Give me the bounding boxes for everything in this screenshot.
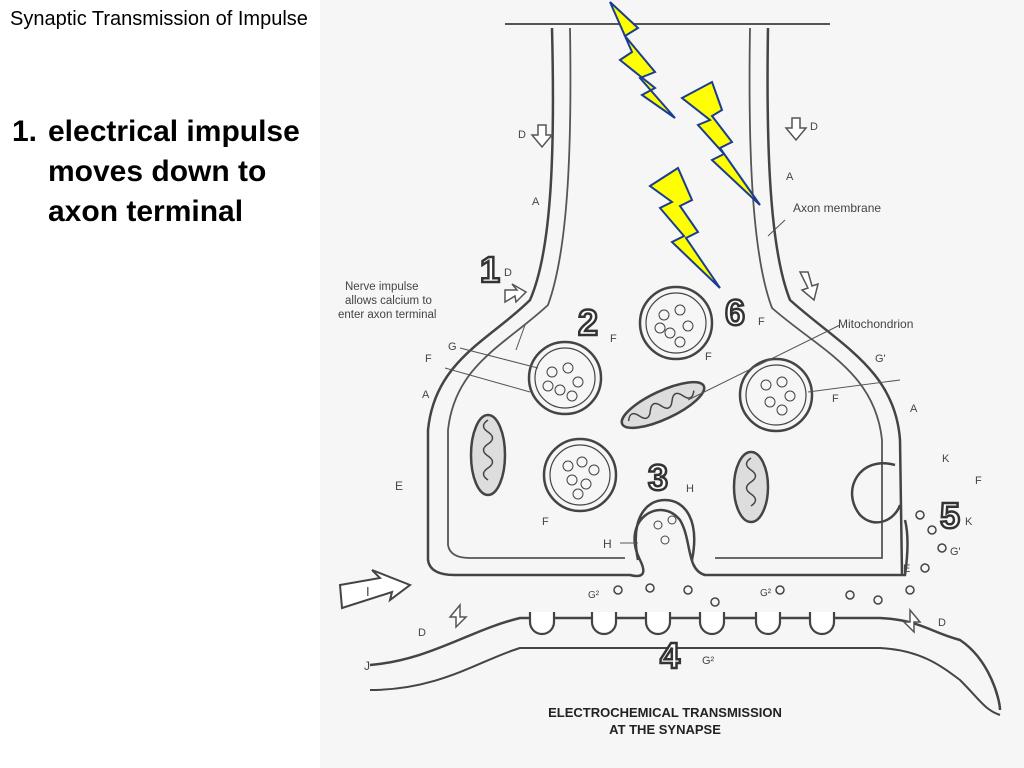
label-h-step3: H	[686, 483, 694, 495]
label-g: G	[448, 341, 457, 353]
receptor-sites	[528, 612, 836, 636]
label-g2-receptor: G²	[702, 655, 715, 667]
bullet-point: 1. electrical impulse moves down to axon…	[12, 112, 330, 232]
caption-line-2: AT THE SYNAPSE	[609, 722, 721, 737]
axon-membrane-inner-left	[447, 27, 625, 559]
neurotransmitter-dot	[667, 515, 677, 525]
lightning-bolt-2	[680, 80, 761, 206]
step-number-5: 5	[940, 495, 960, 536]
arrow-calcium	[504, 283, 528, 304]
step-number-4: 4	[660, 635, 680, 676]
vesicle-f-lower	[542, 437, 618, 513]
label-mitochondrion: Mitochondrion	[838, 317, 913, 331]
neurotransmitter-dot	[660, 535, 670, 545]
label-f-left: F	[425, 353, 432, 365]
postsynaptic-membrane-inner	[369, 647, 1001, 716]
label-d-bottom-left: D	[418, 627, 426, 639]
label-f-center: F	[705, 351, 712, 363]
step-number-1: 1	[480, 249, 500, 290]
label-j: J	[364, 659, 370, 673]
label-axon-membrane: Axon membrane	[793, 201, 881, 215]
bullet-text: electrical impulse moves down to axon te…	[48, 115, 300, 228]
label-a-lower-right: A	[910, 403, 918, 415]
lightning-bolt-3	[648, 166, 721, 289]
label-a-left: A	[422, 389, 430, 401]
label-d-top-left: D	[518, 129, 526, 141]
synapse-diagram: 1 2 3 4 5 6 Axon membrane Mitochondrion …	[320, 0, 1024, 768]
vesicle-top	[638, 285, 714, 361]
step-number-3: 3	[648, 457, 668, 498]
label-k: K	[942, 453, 950, 465]
mitochondrion-center	[620, 380, 706, 430]
label-d-bottom-right: D	[938, 617, 946, 629]
label-i: I	[366, 584, 370, 599]
label-g2-cleft-right: G²	[760, 588, 772, 599]
label-g2-cleft: G²	[588, 590, 600, 601]
label-h: H	[603, 537, 612, 551]
label-f-step6: F	[758, 316, 765, 328]
vesicle-right	[738, 357, 814, 433]
label-nerve-impulse-3: enter axon terminal	[338, 309, 436, 321]
label-f-step2: F	[610, 333, 617, 345]
label-a-top: A	[532, 196, 540, 208]
axon-membrane-right	[766, 27, 904, 576]
neurotransmitter-dot	[653, 520, 663, 530]
label-g-prime-right: G'	[950, 546, 961, 558]
label-nerve-impulse-1: Nerve impulse	[345, 281, 419, 293]
arrow-down-left	[530, 124, 554, 149]
cleft-neurotransmitters	[613, 510, 947, 607]
recycling-vesicle	[850, 462, 902, 524]
label-k-step5: K	[965, 516, 973, 528]
arrow-d-lower-left	[448, 602, 468, 629]
slide-title: Synaptic Transmission of Impulse	[10, 8, 308, 30]
arrow-down-right	[784, 117, 808, 142]
label-e-left: E	[395, 479, 403, 493]
label-g-prime: G'	[875, 353, 886, 365]
caption-line-1: ELECTROCHEMICAL TRANSMISSION	[548, 705, 782, 720]
label-d-step1: D	[504, 267, 512, 279]
label-a-right: A	[786, 171, 794, 183]
vesicle-g	[527, 340, 603, 416]
arrow-right-side	[798, 271, 820, 302]
label-e-right: E	[903, 563, 910, 575]
step-number-2: 2	[578, 302, 598, 343]
arrow-i	[338, 569, 413, 610]
step-number-6: 6	[725, 292, 745, 333]
arrow-d-lower-right	[902, 607, 922, 634]
label-nerve-impulse-2: allows calcium to	[345, 295, 432, 307]
mitochondrion-right	[732, 450, 770, 524]
mitochondrion-left	[469, 413, 507, 497]
label-f-far-right: F	[975, 475, 982, 487]
axon-membrane-inner-right	[715, 27, 883, 559]
leader-lines	[444, 219, 901, 544]
label-d-top-right: D	[810, 121, 818, 133]
bullet-number: 1.	[12, 115, 38, 148]
label-f-right: F	[832, 393, 839, 405]
lightning-bolt-1	[609, 1, 676, 119]
fusing-vesicle	[634, 498, 696, 561]
label-f-lower: F	[542, 516, 549, 528]
diagram-background	[320, 0, 1024, 768]
